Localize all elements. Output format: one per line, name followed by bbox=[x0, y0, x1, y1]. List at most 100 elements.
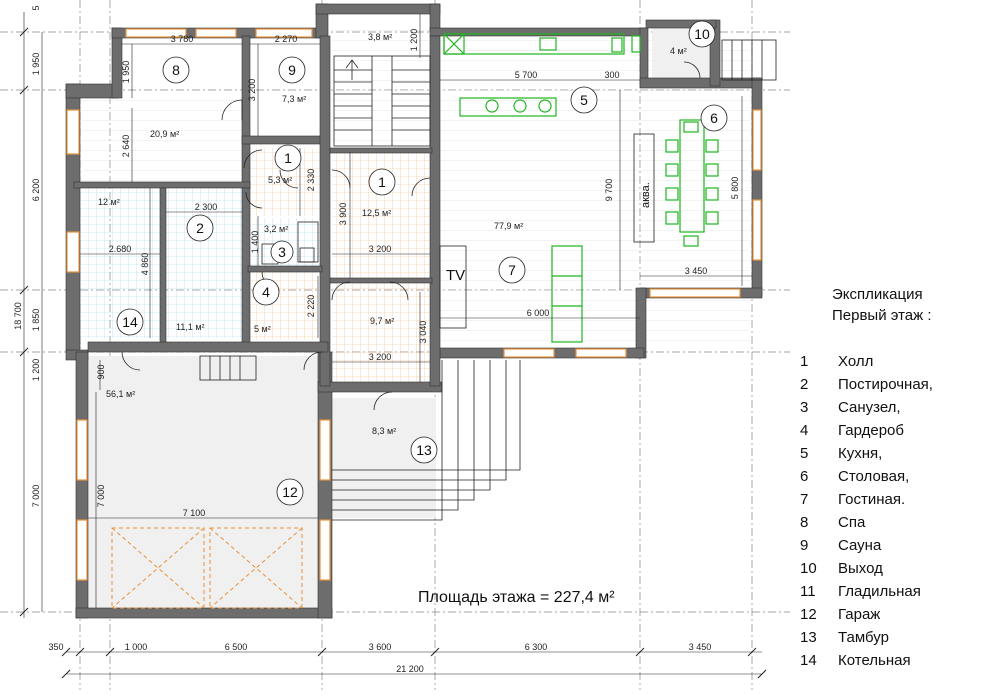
legend-item-label: Котельная bbox=[838, 652, 911, 669]
aquarium-label: аква. bbox=[640, 182, 652, 208]
dim-text: 5 700 bbox=[515, 70, 538, 80]
dim-text: 3 780 bbox=[171, 34, 194, 44]
legend-item: 12 Гараж bbox=[800, 603, 985, 626]
legend-item-number: 6 bbox=[800, 468, 809, 485]
dimension-ticks bbox=[19, 27, 767, 679]
dim-text: 18 700 bbox=[13, 302, 23, 330]
room-number-2: 2 bbox=[196, 220, 204, 236]
dim-text: 5 800 bbox=[730, 177, 740, 200]
area-label: 9,7 м² bbox=[370, 316, 394, 326]
dimension-lines bbox=[23, 12, 762, 675]
dim-text: 21 200 bbox=[396, 664, 424, 674]
legend-item-label: Столовая, bbox=[838, 468, 910, 485]
dim-text: 6 200 bbox=[31, 179, 41, 202]
room-number-14: 14 bbox=[122, 314, 138, 330]
legend-item-label: Выход bbox=[838, 560, 883, 577]
legend-item-label: Холл bbox=[838, 353, 874, 370]
dim-text: 1 950 bbox=[121, 61, 131, 84]
vertical-dimension-texts: 1 950 2 640 3 200 1 200 2 330 3 900 9 70… bbox=[13, 5, 740, 507]
tv-label: TV bbox=[446, 267, 465, 284]
dim-text: 7 100 bbox=[183, 508, 206, 518]
dim-text: 3 450 bbox=[685, 266, 708, 276]
legend-item-number: 3 bbox=[800, 399, 809, 416]
area-label: 7,3 м² bbox=[282, 94, 306, 104]
legend-item-label: Гараж bbox=[838, 606, 881, 623]
dim-text: 1 400 bbox=[250, 231, 260, 254]
dim-text: 2 300 bbox=[195, 202, 218, 212]
legend-title: Экспликация bbox=[832, 286, 923, 303]
dim-text: 3 040 bbox=[418, 321, 428, 344]
dim-text: 2.680 bbox=[109, 244, 132, 254]
area-label: 56,1 м² bbox=[106, 389, 135, 399]
dim-text: 3 200 bbox=[369, 244, 392, 254]
legend-item-label: Постирочная, bbox=[838, 376, 933, 393]
dim-text: 3 200 bbox=[369, 352, 392, 362]
kitchen-fixtures bbox=[443, 33, 719, 343]
legend-item-number: 1 bbox=[800, 353, 809, 370]
dim-text: 3 450 bbox=[689, 642, 712, 652]
legend-item: 7 Гостиная. bbox=[800, 488, 985, 511]
legend-item-label: Гостиная. bbox=[838, 491, 906, 508]
legend-item: 13 Тамбур bbox=[800, 626, 985, 649]
legend-item-label: Спа bbox=[838, 514, 866, 531]
legend-item-number: 13 bbox=[800, 629, 817, 646]
dim-text: 3 200 bbox=[247, 79, 257, 102]
dim-text: 3 900 bbox=[338, 203, 348, 226]
dim-text: 6 000 bbox=[527, 308, 550, 318]
dim-text: 7 000 bbox=[31, 485, 41, 508]
dim-text: 9 700 bbox=[604, 179, 614, 202]
legend-item-number: 4 bbox=[800, 422, 809, 439]
room-number-7: 7 bbox=[508, 262, 516, 278]
legend-item-number: 5 bbox=[800, 445, 809, 462]
room-number-10: 10 bbox=[694, 26, 710, 42]
dimension-texts: 3 780 2 270 5 700 300 2 300 2.680 3 200 … bbox=[48, 34, 711, 674]
area-label: 20,9 м² bbox=[150, 129, 179, 139]
dim-text: 900 bbox=[96, 364, 106, 379]
legend-item-label: Тамбур bbox=[838, 629, 889, 646]
dim-text: 2 220 bbox=[306, 295, 316, 318]
legend-item: 2 Постирочная, bbox=[800, 373, 985, 396]
room-number-1: 1 bbox=[284, 150, 292, 166]
dim-text: 1 950 bbox=[31, 53, 41, 76]
room-numbers: 8 9 1 1 2 3 4 5 6 7 10 12 13 14 bbox=[122, 26, 718, 500]
legend-item-number: 12 bbox=[800, 606, 817, 623]
stairs bbox=[199, 39, 777, 521]
legend-item-number: 2 bbox=[800, 376, 809, 393]
floor-fills bbox=[74, 28, 750, 612]
legend-item-label: Гардероб bbox=[838, 422, 904, 439]
dim-text: 1 000 bbox=[125, 642, 148, 652]
dim-text: 350 bbox=[48, 642, 63, 652]
room-markers bbox=[116, 20, 728, 506]
legend-item-number: 9 bbox=[800, 537, 809, 554]
furniture bbox=[261, 133, 655, 329]
legend-item-number: 8 bbox=[800, 514, 809, 531]
dim-text: 6 300 bbox=[525, 642, 548, 652]
dim-text: 300 bbox=[604, 70, 619, 80]
legend-item-number: 7 bbox=[800, 491, 809, 508]
room-number-8: 8 bbox=[172, 62, 180, 78]
dim-text: 2 270 bbox=[275, 34, 298, 44]
doors bbox=[121, 61, 701, 411]
area-label: 4 м² bbox=[670, 46, 687, 56]
area-label: 11,1 м² bbox=[176, 322, 205, 332]
area-label: 3,2 м² bbox=[264, 224, 288, 234]
area-label: 3,8 м² bbox=[368, 32, 392, 42]
dim-text: 4 860 bbox=[140, 253, 150, 276]
legend-item: 6 Столовая, bbox=[800, 465, 985, 488]
dim-text: 3 600 bbox=[369, 642, 392, 652]
dim-text: 1 200 bbox=[409, 29, 419, 52]
area-label: 12 м² bbox=[98, 197, 120, 207]
floor-total-area: Площадь этажа = 227,4 м² bbox=[418, 589, 615, 606]
dim-text: 2 640 bbox=[121, 135, 131, 158]
room-number-5: 5 bbox=[580, 92, 588, 108]
dim-text: 6 500 bbox=[225, 642, 248, 652]
area-label: 8,3 м² bbox=[372, 426, 396, 436]
area-label: 12,5 м² bbox=[362, 208, 391, 218]
